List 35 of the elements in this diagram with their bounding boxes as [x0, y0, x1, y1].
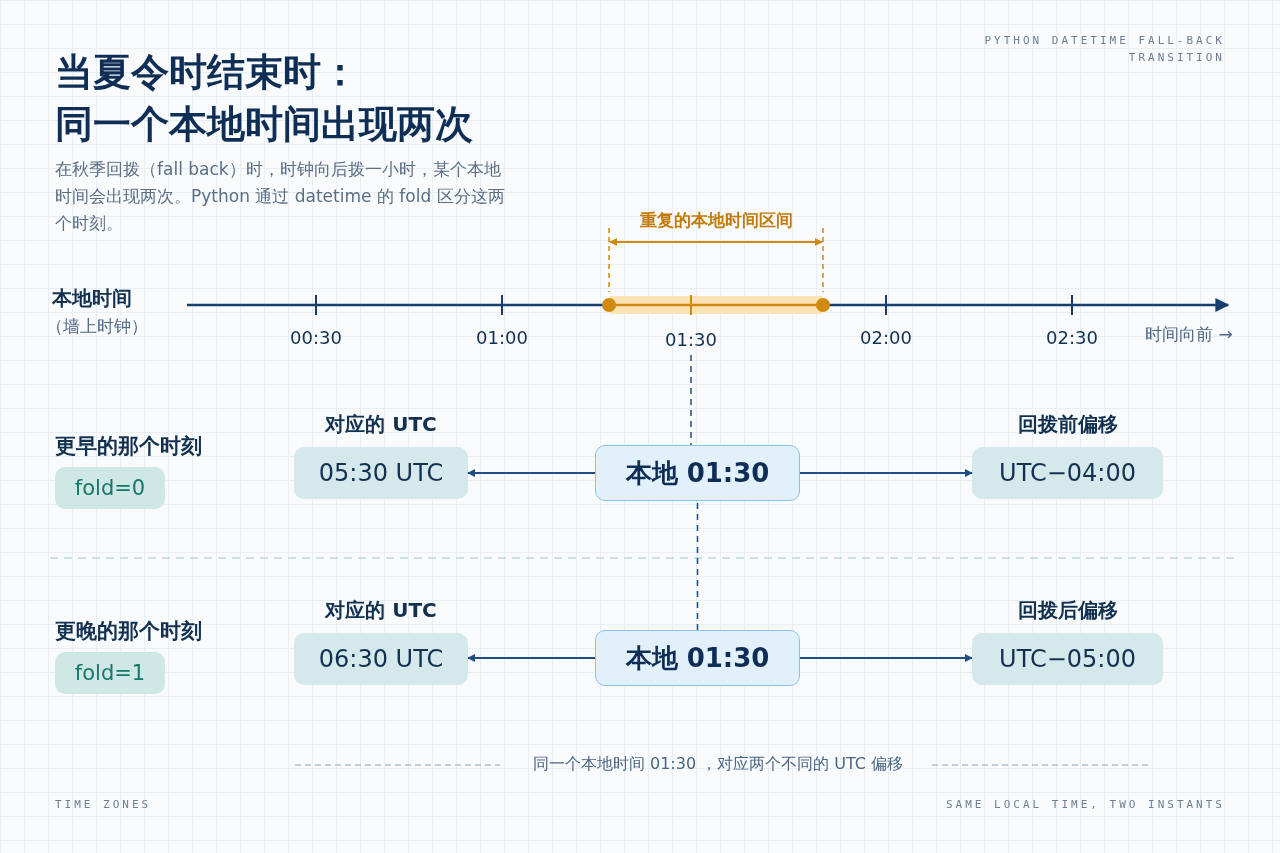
dashed-connector	[696, 502, 699, 631]
arrow	[467, 654, 596, 662]
column-heading: 回拨前偏移	[1017, 411, 1118, 438]
arrow	[467, 469, 596, 477]
local-time-box: 本地 01:30	[595, 630, 800, 686]
row-heading: 更晚的那个时刻	[55, 618, 202, 645]
time-box: 05:30 UTC	[294, 447, 468, 499]
title: 当夏令时结束时：同一个本地时间出现两次	[55, 49, 474, 148]
fold-badge: fold=1	[55, 652, 165, 694]
column-heading: 对应的 UTC	[325, 411, 437, 438]
local-time-box: 本地 01:30	[595, 445, 800, 501]
tick-label: 00:30	[289, 327, 343, 348]
time-box: 06:30 UTC	[294, 633, 468, 685]
arrow	[799, 469, 973, 477]
axis-subtitle: （墙上时钟）	[46, 315, 148, 338]
row-heading: 更早的那个时刻	[55, 433, 202, 460]
tick-label: 02:30	[1045, 327, 1099, 348]
time-box: UTC−04:00	[972, 447, 1163, 499]
footer-note: TIME ZONES	[55, 798, 152, 811]
column-heading: 回拨后偏移	[1017, 597, 1118, 624]
column-heading: 对应的 UTC	[325, 597, 437, 624]
caption: 同一个本地时间 01:30 ，对应两个不同的 UTC 偏移	[531, 754, 905, 775]
axis-title: 本地时间	[52, 285, 132, 312]
dashed-connector	[690, 354, 692, 446]
fold-badge: fold=0	[55, 467, 165, 509]
header-note: PYTHON DATETIME FALL-BACK TRANSITION	[983, 33, 1225, 66]
time-box: UTC−05:00	[972, 633, 1163, 685]
tick-label: 01:30	[660, 325, 722, 353]
axis-direction-label: 时间向前 →	[1145, 323, 1233, 346]
interval-label: 重复的本地时间区间	[638, 209, 794, 232]
arrow	[799, 654, 973, 662]
tick-label: 01:00	[475, 327, 529, 348]
subtitle: 在秋季回拨（fall back）时，时钟向后拨一小时，某个本地时间会出现两次。Python 通过 datetime 的 fold 区分这两个时刻。	[55, 158, 506, 235]
tick-label: 02:00	[859, 327, 913, 348]
footer-note: SAME LOCAL TIME, TWO INSTANTS	[945, 798, 1225, 811]
